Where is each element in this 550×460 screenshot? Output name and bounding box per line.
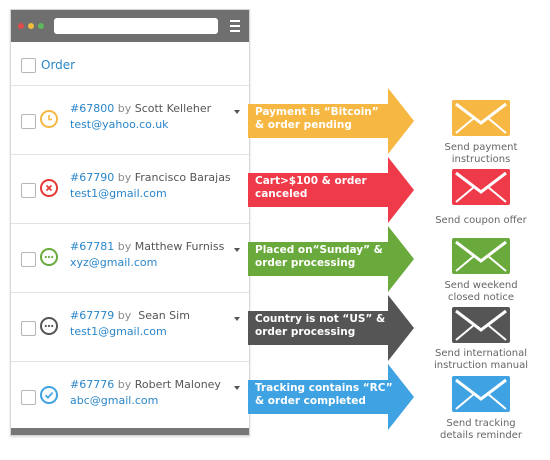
rule-condition-line1: Placed on“Sunday” & (255, 244, 383, 256)
window-dot-red-icon[interactable] (18, 23, 24, 29)
rule-condition: Country is not “US” & order processing (255, 313, 393, 339)
arrow-shape (248, 157, 414, 223)
order-summary: #67781 by Matthew Furniss (70, 240, 224, 253)
row-checkbox[interactable] (21, 321, 36, 336)
order-number-link[interactable]: #67779 (70, 309, 115, 322)
order-number-link[interactable]: #67800 (70, 102, 115, 115)
rule-condition-line2: order processing (255, 257, 356, 269)
customer-name: Robert Maloney (134, 378, 221, 391)
order-panel: Order #67800 by Scott Kelleher test@yaho… (10, 9, 250, 436)
select-all-checkbox[interactable] (21, 58, 36, 73)
action-caption-line1: Send weekend (444, 280, 518, 291)
action-caption: Send weekend closed notice (416, 280, 546, 304)
by-label: by (117, 378, 132, 391)
rule-arrow-country: Country is not “US” & order processing (248, 295, 414, 361)
rule-condition-line1: Payment is “Bitcoin” (255, 106, 379, 118)
action-caption-line1: Send tracking (446, 418, 516, 429)
address-bar[interactable] (54, 18, 218, 34)
action-caption-line2: details reminder (439, 430, 522, 441)
rule-condition-line2: & order completed (255, 395, 366, 407)
action-caption-line2: instructions (451, 154, 511, 165)
order-row[interactable]: #67781 by Matthew Furniss xyz@gmail.com (11, 224, 249, 293)
check-circle-icon (40, 386, 58, 404)
customer-name: Scott Kelleher (134, 102, 212, 115)
rule-condition-line2: order processing (255, 326, 356, 338)
rule-condition-line1: Cart>$100 & order (255, 175, 367, 187)
order-summary: #67790 by Francisco Barajas (70, 171, 231, 184)
order-row[interactable]: #67779 by Sean Sim test1@gmail.com (11, 293, 249, 362)
customer-name: Francisco Barajas (134, 171, 231, 184)
ellipsis-circle-icon (40, 317, 58, 335)
order-summary: #67800 by Scott Kelleher (70, 102, 211, 115)
rule-arrow-tracking: Tracking contains “RC” & order completed (248, 364, 414, 430)
clock-icon (40, 110, 58, 128)
order-number-link[interactable]: #67781 (70, 240, 115, 253)
order-row[interactable]: #67776 by Robert Maloney abc@gmail.com (11, 362, 249, 430)
ellipsis-circle-icon (40, 248, 58, 266)
customer-name: Matthew Furniss (134, 240, 225, 253)
order-list-header: Order (11, 42, 249, 86)
by-label: by (117, 102, 132, 115)
rule-condition-line1: Tracking contains “RC” (255, 382, 393, 394)
envelope-icon (452, 307, 510, 343)
x-circle-icon (40, 179, 58, 197)
envelope-icon (452, 169, 510, 205)
rule-condition: Payment is “Bitcoin” & order pending (255, 106, 393, 132)
rule-condition: Tracking contains “RC” & order completed (255, 382, 393, 408)
hamburger-menu-icon[interactable] (230, 20, 240, 32)
dropdown-caret-icon[interactable] (234, 386, 240, 390)
by-label: by (117, 309, 132, 322)
rule-arrow-cart: Cart>$100 & order canceled (248, 157, 414, 223)
order-number-link[interactable]: #67776 (70, 378, 115, 391)
order-row[interactable]: #67800 by Scott Kelleher test@yahoo.co.u… (11, 86, 249, 155)
customer-email-link[interactable]: test@yahoo.co.uk (70, 118, 169, 131)
row-checkbox[interactable] (21, 252, 36, 267)
row-checkbox[interactable] (21, 183, 36, 198)
rule-condition: Cart>$100 & order canceled (255, 175, 393, 201)
arrow-shape (248, 88, 414, 154)
customer-name: Sean Sim (134, 309, 190, 322)
row-checkbox[interactable] (21, 114, 36, 129)
customer-email-link[interactable]: abc@gmail.com (70, 394, 159, 407)
by-label: by (117, 171, 132, 184)
rule-condition-line2: canceled (255, 188, 308, 200)
rule-condition-line1: Country is not “US” & (255, 313, 386, 325)
order-row[interactable]: #67790 by Francisco Barajas test1@gmail.… (11, 155, 249, 224)
customer-email-link[interactable]: xyz@gmail.com (70, 256, 158, 269)
action-caption-line1: Send international (434, 348, 528, 359)
by-label: by (117, 240, 132, 253)
dropdown-caret-icon[interactable] (234, 317, 240, 321)
arrow-shape (248, 295, 414, 361)
dropdown-caret-icon[interactable] (234, 248, 240, 252)
action-caption: Send international instruction manual (416, 348, 546, 372)
panel-bottom-bar (11, 428, 249, 435)
window-dot-yellow-icon[interactable] (28, 23, 34, 29)
envelope-icon (452, 100, 510, 136)
rule-arrow-sunday: Placed on“Sunday” & order processing (248, 226, 414, 292)
rule-condition: Placed on“Sunday” & order processing (255, 244, 393, 270)
customer-email-link[interactable]: test1@gmail.com (70, 325, 167, 338)
action-caption: Send coupon offer (416, 215, 546, 227)
rule-arrow-bitcoin: Payment is “Bitcoin” & order pending (248, 88, 414, 154)
order-summary: #67779 by Sean Sim (70, 309, 190, 322)
order-number-link[interactable]: #67790 (70, 171, 115, 184)
window-titlebar (11, 10, 249, 42)
action-caption-line2: instruction manual (434, 360, 528, 371)
dropdown-caret-icon[interactable] (234, 110, 240, 114)
window-dot-green-icon[interactable] (38, 23, 44, 29)
customer-email-link[interactable]: test1@gmail.com (70, 187, 167, 200)
rule-condition-line2: & order pending (255, 119, 352, 131)
action-caption: Send tracking details reminder (416, 418, 546, 442)
row-checkbox[interactable] (21, 390, 36, 405)
action-caption-line1: Send payment (444, 142, 518, 153)
arrow-shape (248, 364, 414, 430)
order-column-label: Order (41, 58, 76, 72)
action-caption-line2: closed notice (447, 292, 515, 303)
arrow-shape (248, 226, 414, 292)
action-caption-line1: Send coupon offer (435, 215, 527, 226)
envelope-icon (452, 238, 510, 274)
action-caption: Send payment instructions (416, 142, 546, 166)
envelope-icon (452, 376, 510, 412)
order-summary: #67776 by Robert Maloney (70, 378, 221, 391)
